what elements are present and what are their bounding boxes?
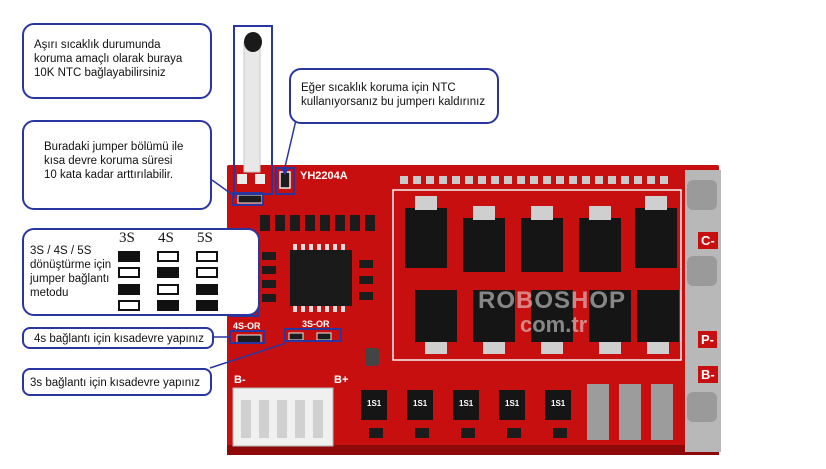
label-b-plus: B+ bbox=[334, 374, 349, 386]
line-short-jumper bbox=[211, 179, 238, 199]
jumper-cell-r3-5s bbox=[196, 284, 218, 295]
smd-components-top bbox=[260, 215, 375, 231]
smd-components-left bbox=[262, 252, 373, 302]
callout-ntc-connect: Aşırı sıcaklık durumunda koruma amaçlı o… bbox=[22, 23, 212, 99]
ntc-pad-left bbox=[237, 174, 247, 184]
callout-3s-short: 3s bağlantı için kısadevre yapınız bbox=[22, 368, 212, 396]
callout-conversion-line2: dönüştürme için bbox=[30, 259, 112, 271]
callout-conversion-line4: metodu bbox=[30, 287, 69, 299]
protection-transistors bbox=[369, 428, 567, 438]
callout-ntc-connect-line3: 10K NTC bağlayabilirsiniz bbox=[34, 67, 166, 79]
highlight-ntc-probe bbox=[233, 25, 273, 195]
line-3s bbox=[209, 342, 287, 369]
ntc-pad-right bbox=[255, 174, 265, 184]
control-ic bbox=[290, 250, 352, 306]
arrow-ntc-jumper bbox=[280, 167, 290, 175]
protection-chips bbox=[361, 390, 571, 420]
jumper-cell-r2-3s bbox=[118, 267, 140, 278]
shunt-resistors bbox=[587, 384, 673, 440]
watermark-line1: ROBOSHOP bbox=[478, 287, 627, 314]
callout-conversion-line3: jumper bağlantı bbox=[30, 273, 110, 285]
label-4s-or: 4S-OR bbox=[233, 321, 261, 331]
highlight-4s-jumper bbox=[229, 330, 265, 344]
jumper-cell-r4-5s bbox=[196, 300, 218, 311]
connector-slots bbox=[241, 400, 323, 438]
jumper-cell-r1-3s bbox=[118, 251, 140, 262]
callout-short-jumper-line1: Buradaki jumper bölümü ile bbox=[44, 141, 184, 153]
jumper-header-4s: 4S bbox=[158, 230, 174, 246]
jumper-cell-r2-5s bbox=[196, 267, 218, 278]
port-b-minus-right: B- bbox=[698, 366, 718, 383]
chip-label-3: 1S1 bbox=[459, 399, 474, 408]
terminal-pad-1 bbox=[687, 180, 717, 210]
terminal-pad-3 bbox=[687, 392, 717, 422]
callout-3s-short-text: 3s bağlantı için kısadevre yapınız bbox=[30, 377, 201, 389]
ic-pins bbox=[293, 244, 345, 312]
callout-4s-short: 4s bağlantı için kısadevre yapınız bbox=[22, 327, 214, 349]
callout-conversion: 3S / 4S / 5S dönüştürme için jumper bağl… bbox=[22, 228, 260, 316]
callout-ntc-jumper: Eğer sıcaklık koruma için NTC kullanıyor… bbox=[289, 68, 499, 124]
ntc-bead bbox=[244, 32, 262, 52]
jumper-header-5s: 5S bbox=[197, 230, 213, 246]
pcb-shadow bbox=[227, 445, 719, 455]
chip-label-1: 1S1 bbox=[367, 399, 382, 408]
chip-label-4: 1S1 bbox=[505, 399, 520, 408]
label-3s-or: 3S-OR bbox=[302, 319, 330, 329]
port-p-minus: P- bbox=[698, 331, 717, 348]
callout-ntc-connect-line1: Aşırı sıcaklık durumunda bbox=[34, 39, 161, 51]
jumper-cell-r1-4s bbox=[157, 251, 179, 262]
label-b-minus-left: B- bbox=[234, 374, 246, 386]
callout-4s-short-text: 4s bağlantı için kısadevre yapınız bbox=[34, 333, 205, 345]
chip-label-5: 1S1 bbox=[551, 399, 566, 408]
ntc-sensor bbox=[243, 32, 262, 173]
callout-ntc-jumper-line2: kullanıyorsanız bu jumperı kaldırınız bbox=[301, 96, 486, 108]
mosfet-lower-row bbox=[415, 290, 679, 354]
callout-short-jumper-line2: kısa devre koruma süresi bbox=[44, 155, 173, 167]
jumper-header-3s: 3S bbox=[119, 230, 135, 246]
capacitor bbox=[365, 348, 379, 366]
jumper-cell-r2-4s bbox=[157, 267, 179, 278]
board-model-label: YH2204A bbox=[300, 170, 348, 182]
jumper-cell-r3-4s bbox=[157, 284, 179, 295]
mosfet-upper-row bbox=[405, 196, 677, 272]
highlight-3s-jumper bbox=[284, 328, 342, 342]
chip-label-2: 1S1 bbox=[413, 399, 428, 408]
highlight-short-jumper bbox=[232, 192, 264, 206]
line-ntc-jumper bbox=[284, 119, 297, 168]
mosfet-area-outline bbox=[392, 189, 682, 361]
jumper-cell-r4-4s bbox=[157, 300, 179, 311]
bms-board bbox=[227, 165, 721, 455]
callout-ntc-jumper-line1: Eğer sıcaklık koruma için NTC bbox=[301, 82, 456, 94]
callout-short-jumper-line3: 10 kata kadar arttırılabilir. bbox=[44, 169, 174, 181]
jumper-cell-r4-3s bbox=[118, 300, 140, 311]
terminal-pad-2 bbox=[687, 256, 717, 286]
callout-conversion-line1: 3S / 4S / 5S bbox=[30, 245, 92, 257]
port-c-minus: C- bbox=[698, 232, 718, 249]
watermark-line2: com.tr bbox=[520, 312, 588, 337]
callout-short-jumper: Buradaki jumper bölümü ile kısa devre ko… bbox=[22, 120, 212, 210]
jumper-cell-r3-3s bbox=[118, 284, 140, 295]
jumper-cell-r1-5s bbox=[196, 251, 218, 262]
solder-pad-row bbox=[400, 176, 668, 184]
callout-ntc-connect-line2: koruma amaçlı olarak buraya bbox=[34, 53, 183, 65]
